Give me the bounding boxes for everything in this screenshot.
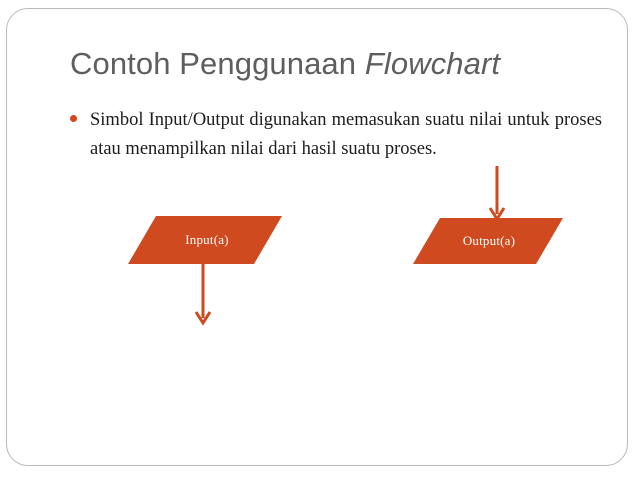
bullet-item-text: Simbol Input/Output digunakan memasukan … [90, 110, 602, 159]
page-title: Contoh Penggunaan Flowchart [70, 46, 590, 82]
body-content: Simbol Input/Output digunakan memasukan … [66, 106, 602, 163]
connector-arrow-from-input [186, 258, 220, 328]
flow-node-output[interactable]: Output(a) [413, 218, 563, 264]
list-item: Simbol Input/Output digunakan memasukan … [66, 106, 602, 163]
bullet-dot-icon [70, 115, 77, 122]
title-plain-text: Contoh Penggunaan [70, 46, 365, 81]
flow-node-input[interactable]: Input(a) [128, 216, 282, 264]
title-italic-text: Flowchart [364, 46, 501, 81]
connector-arrow-into-output [480, 166, 514, 224]
